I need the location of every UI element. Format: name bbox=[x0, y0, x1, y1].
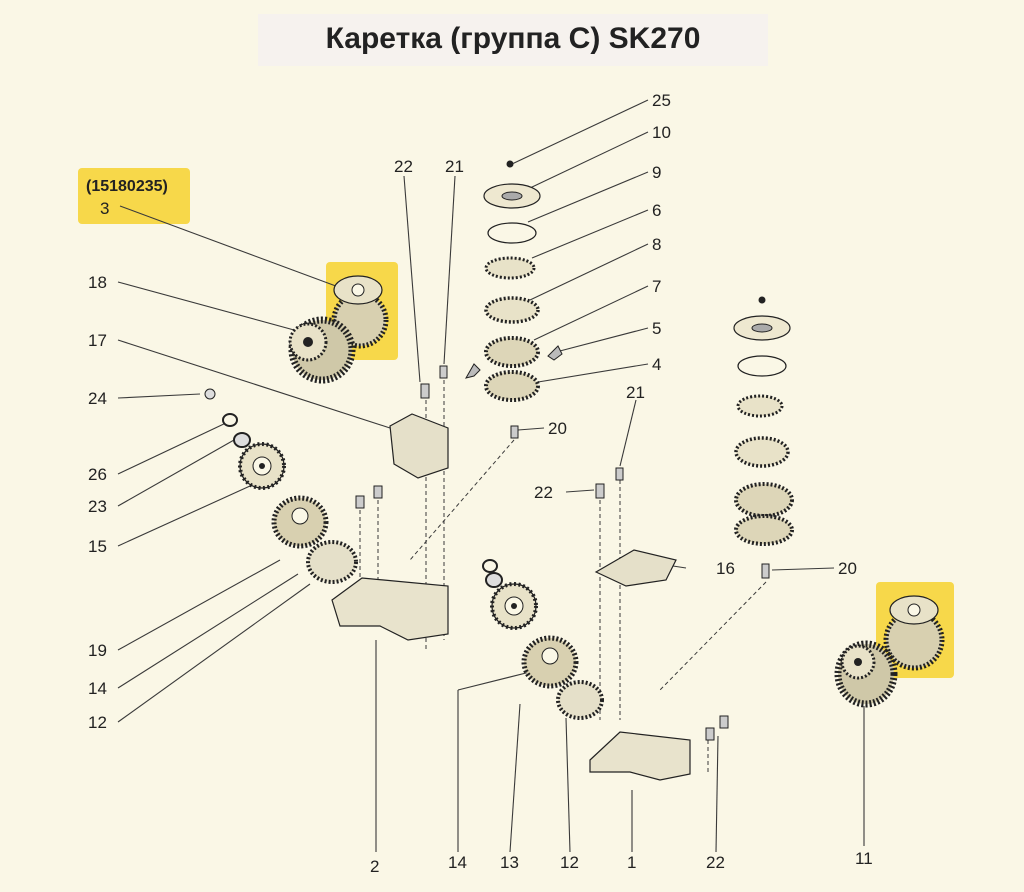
gear-7 bbox=[484, 336, 540, 368]
label-3: 3 bbox=[100, 199, 109, 218]
label-11-bottom: 11 bbox=[855, 849, 873, 868]
label-4: 4 bbox=[652, 355, 661, 374]
plate-2 bbox=[331, 577, 449, 641]
part-number-label: (15180235) bbox=[86, 178, 168, 195]
label-21-center: 21 bbox=[626, 383, 645, 402]
screws bbox=[355, 365, 770, 741]
label-5: 5 bbox=[652, 319, 661, 338]
washer-23 bbox=[233, 432, 251, 448]
plate-1 bbox=[589, 731, 691, 781]
label-22-bottom: 22 bbox=[706, 853, 725, 872]
upper-gear-stack bbox=[464, 160, 563, 402]
label-19: 19 bbox=[88, 641, 107, 660]
label-21-top: 21 bbox=[445, 157, 464, 176]
label-15: 15 bbox=[88, 537, 107, 556]
part-number-highlight bbox=[78, 168, 190, 224]
gear-4 bbox=[484, 370, 540, 402]
lever-5 bbox=[547, 345, 563, 361]
nut-25 bbox=[506, 160, 514, 168]
label-20-right: 20 bbox=[838, 559, 857, 578]
label-12-left: 12 bbox=[88, 713, 107, 732]
lever-5a bbox=[464, 363, 481, 379]
label-6: 6 bbox=[652, 201, 661, 220]
label-22-center: 22 bbox=[534, 483, 553, 502]
bracket-16 bbox=[594, 549, 677, 587]
gear-center bbox=[490, 582, 538, 630]
leader-lines bbox=[117, 99, 865, 853]
label-20-center: 20 bbox=[548, 419, 567, 438]
label-9: 9 bbox=[652, 163, 661, 182]
washer-9 bbox=[487, 222, 537, 244]
label-14-left: 14 bbox=[88, 679, 107, 698]
gear-8 bbox=[484, 296, 540, 324]
washer-center bbox=[482, 559, 498, 573]
label-13-bottom: 13 bbox=[500, 853, 519, 872]
gear-12 bbox=[556, 680, 604, 720]
gear-3 bbox=[331, 275, 389, 349]
washer-center-2 bbox=[485, 572, 503, 588]
label-24: 24 bbox=[88, 389, 107, 408]
label-26: 26 bbox=[88, 465, 107, 484]
bracket-17 bbox=[389, 413, 449, 479]
label-23: 23 bbox=[88, 497, 107, 516]
label-2-bottom: 2 bbox=[370, 857, 379, 876]
label-14-bottom: 14 bbox=[448, 853, 467, 872]
label-18: 18 bbox=[88, 273, 107, 292]
gear-14 bbox=[306, 540, 358, 584]
gear-15 bbox=[238, 442, 286, 490]
washer-26 bbox=[222, 413, 238, 427]
gear-18 bbox=[288, 316, 356, 384]
assembly-lines bbox=[359, 380, 767, 772]
label-12-bottom: 12 bbox=[560, 853, 579, 872]
gear-11 bbox=[834, 595, 945, 708]
label-17: 17 bbox=[88, 331, 107, 350]
nut-24 bbox=[204, 388, 216, 400]
label-10: 10 bbox=[652, 123, 671, 142]
label-22-top: 22 bbox=[394, 157, 413, 176]
page-title: Каретка (группа С) SK270 bbox=[325, 22, 701, 55]
title-bar: Каретка (группа С) SK270 bbox=[258, 14, 768, 66]
label-7: 7 bbox=[652, 277, 661, 296]
right-gear-stack bbox=[733, 296, 794, 546]
gear-6 bbox=[484, 256, 536, 280]
label-8: 8 bbox=[652, 235, 661, 254]
label-16: 16 bbox=[716, 559, 735, 578]
label-25: 25 bbox=[652, 91, 671, 110]
label-1-bottom: 1 bbox=[627, 853, 636, 872]
